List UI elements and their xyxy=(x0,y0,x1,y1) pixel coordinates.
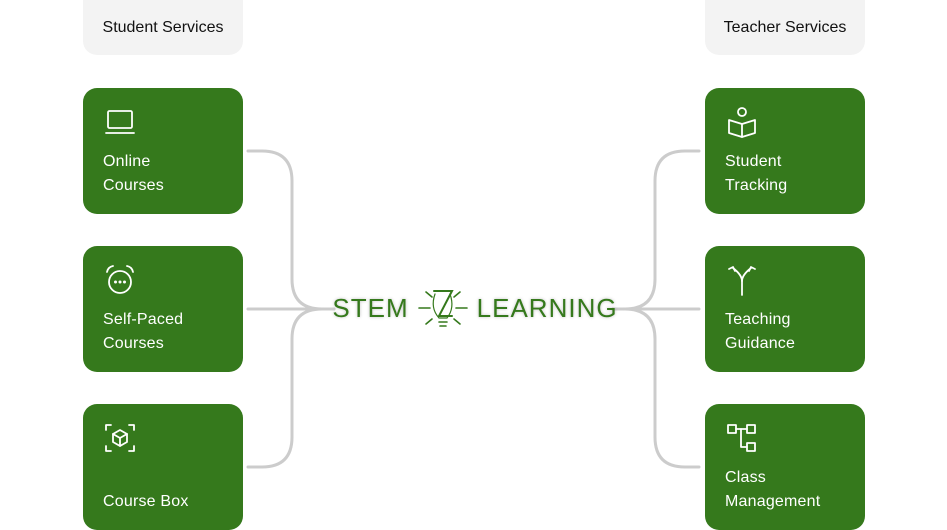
self-paced-courses-card[interactable]: Self-Paced Courses xyxy=(83,246,243,372)
logo-word-learning: LEARNING xyxy=(476,292,618,323)
student-services-header: Student Services xyxy=(83,0,243,55)
teacher-services-header: Teacher Services xyxy=(705,0,865,55)
student-tracking-card[interactable]: Student Tracking xyxy=(705,88,865,214)
class-management-label: Class Management xyxy=(725,469,821,510)
logo-word-stem: STEM xyxy=(332,292,409,323)
self-paced-courses-label: Self-Paced Courses xyxy=(103,311,184,352)
student-tracking-label: Student Tracking xyxy=(725,153,788,194)
stem-learning-logo: STEM LEARNING xyxy=(332,282,618,334)
split-arrows-icon xyxy=(725,263,759,297)
teaching-guidance-card[interactable]: Teaching Guidance xyxy=(705,246,865,372)
reader-icon xyxy=(725,105,759,139)
teaching-guidance-label: Teaching Guidance xyxy=(725,311,796,352)
hierarchy-icon xyxy=(725,421,759,455)
online-courses-label: Online Courses xyxy=(103,153,164,194)
laptop-icon xyxy=(103,105,137,139)
bulb-logo-icon xyxy=(417,282,469,334)
course-box-card[interactable]: Course Box xyxy=(83,404,243,530)
class-management-card[interactable]: Class Management xyxy=(705,404,865,530)
cube-icon xyxy=(103,421,137,455)
alarm-clock-icon xyxy=(103,263,137,297)
online-courses-card[interactable]: Online Courses xyxy=(83,88,243,214)
course-box-label: Course Box xyxy=(103,493,189,510)
